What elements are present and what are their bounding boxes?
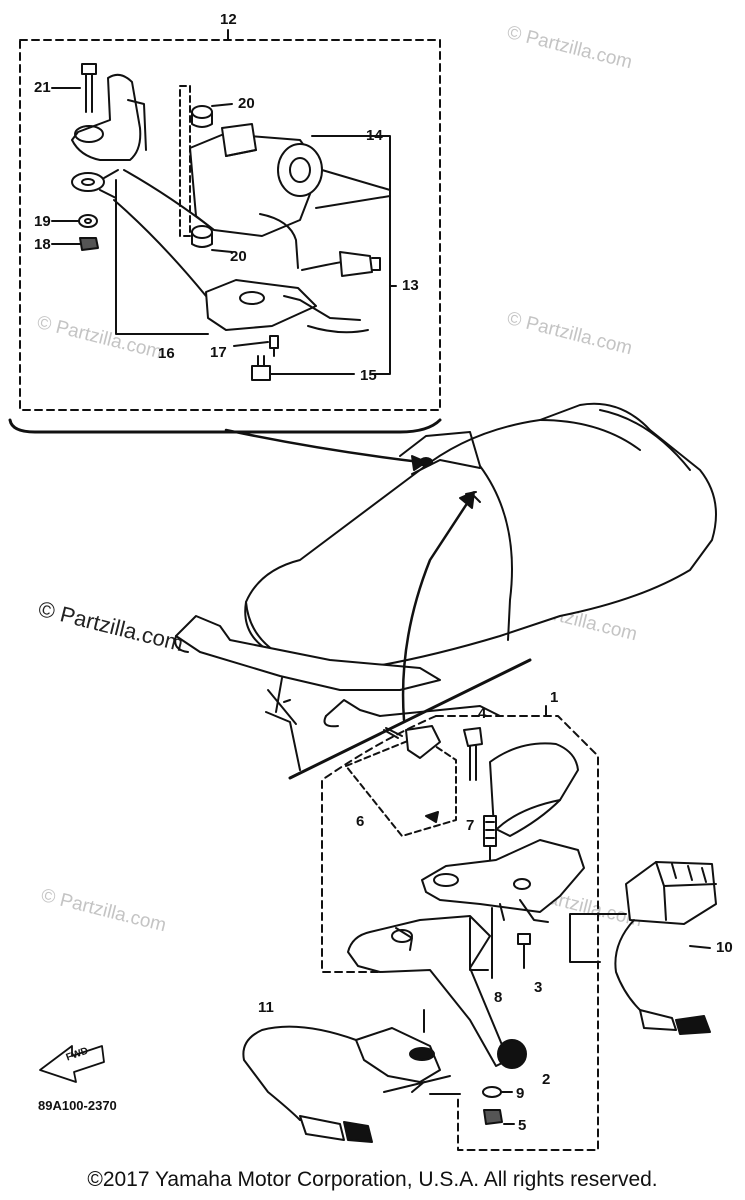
callout-21: 21 bbox=[34, 79, 51, 96]
callout-10: 10 bbox=[716, 939, 733, 956]
copyright-notice: ©2017 Yamaha Motor Corporation, U.S.A. A… bbox=[87, 1168, 658, 1191]
callout-5: 5 bbox=[518, 1117, 527, 1134]
callout-7: 7 bbox=[466, 817, 475, 834]
callout-17: 17 bbox=[210, 344, 227, 361]
callout-3: 3 bbox=[534, 979, 543, 996]
callout-1: 1 bbox=[550, 689, 559, 706]
callout-6: 6 bbox=[356, 813, 365, 830]
callout-20-bottom: 20 bbox=[230, 248, 247, 265]
callout-2: 2 bbox=[542, 1071, 551, 1088]
callout-8: 8 bbox=[494, 989, 503, 1006]
callout-15: 15 bbox=[360, 367, 377, 384]
callout-18: 18 bbox=[34, 236, 51, 253]
callout-12: 12 bbox=[220, 11, 237, 28]
callout-9: 9 bbox=[516, 1085, 525, 1102]
callout-20-top: 20 bbox=[238, 95, 255, 112]
callout-11: 11 bbox=[258, 999, 274, 1016]
diagram-code: 89A100-2370 bbox=[38, 1098, 117, 1113]
callout-16: 16 bbox=[158, 345, 175, 362]
callout-14: 14 bbox=[366, 127, 383, 144]
callout-4: 4 bbox=[478, 705, 487, 722]
callout-19: 19 bbox=[34, 213, 51, 230]
callout-13: 13 bbox=[402, 277, 419, 294]
